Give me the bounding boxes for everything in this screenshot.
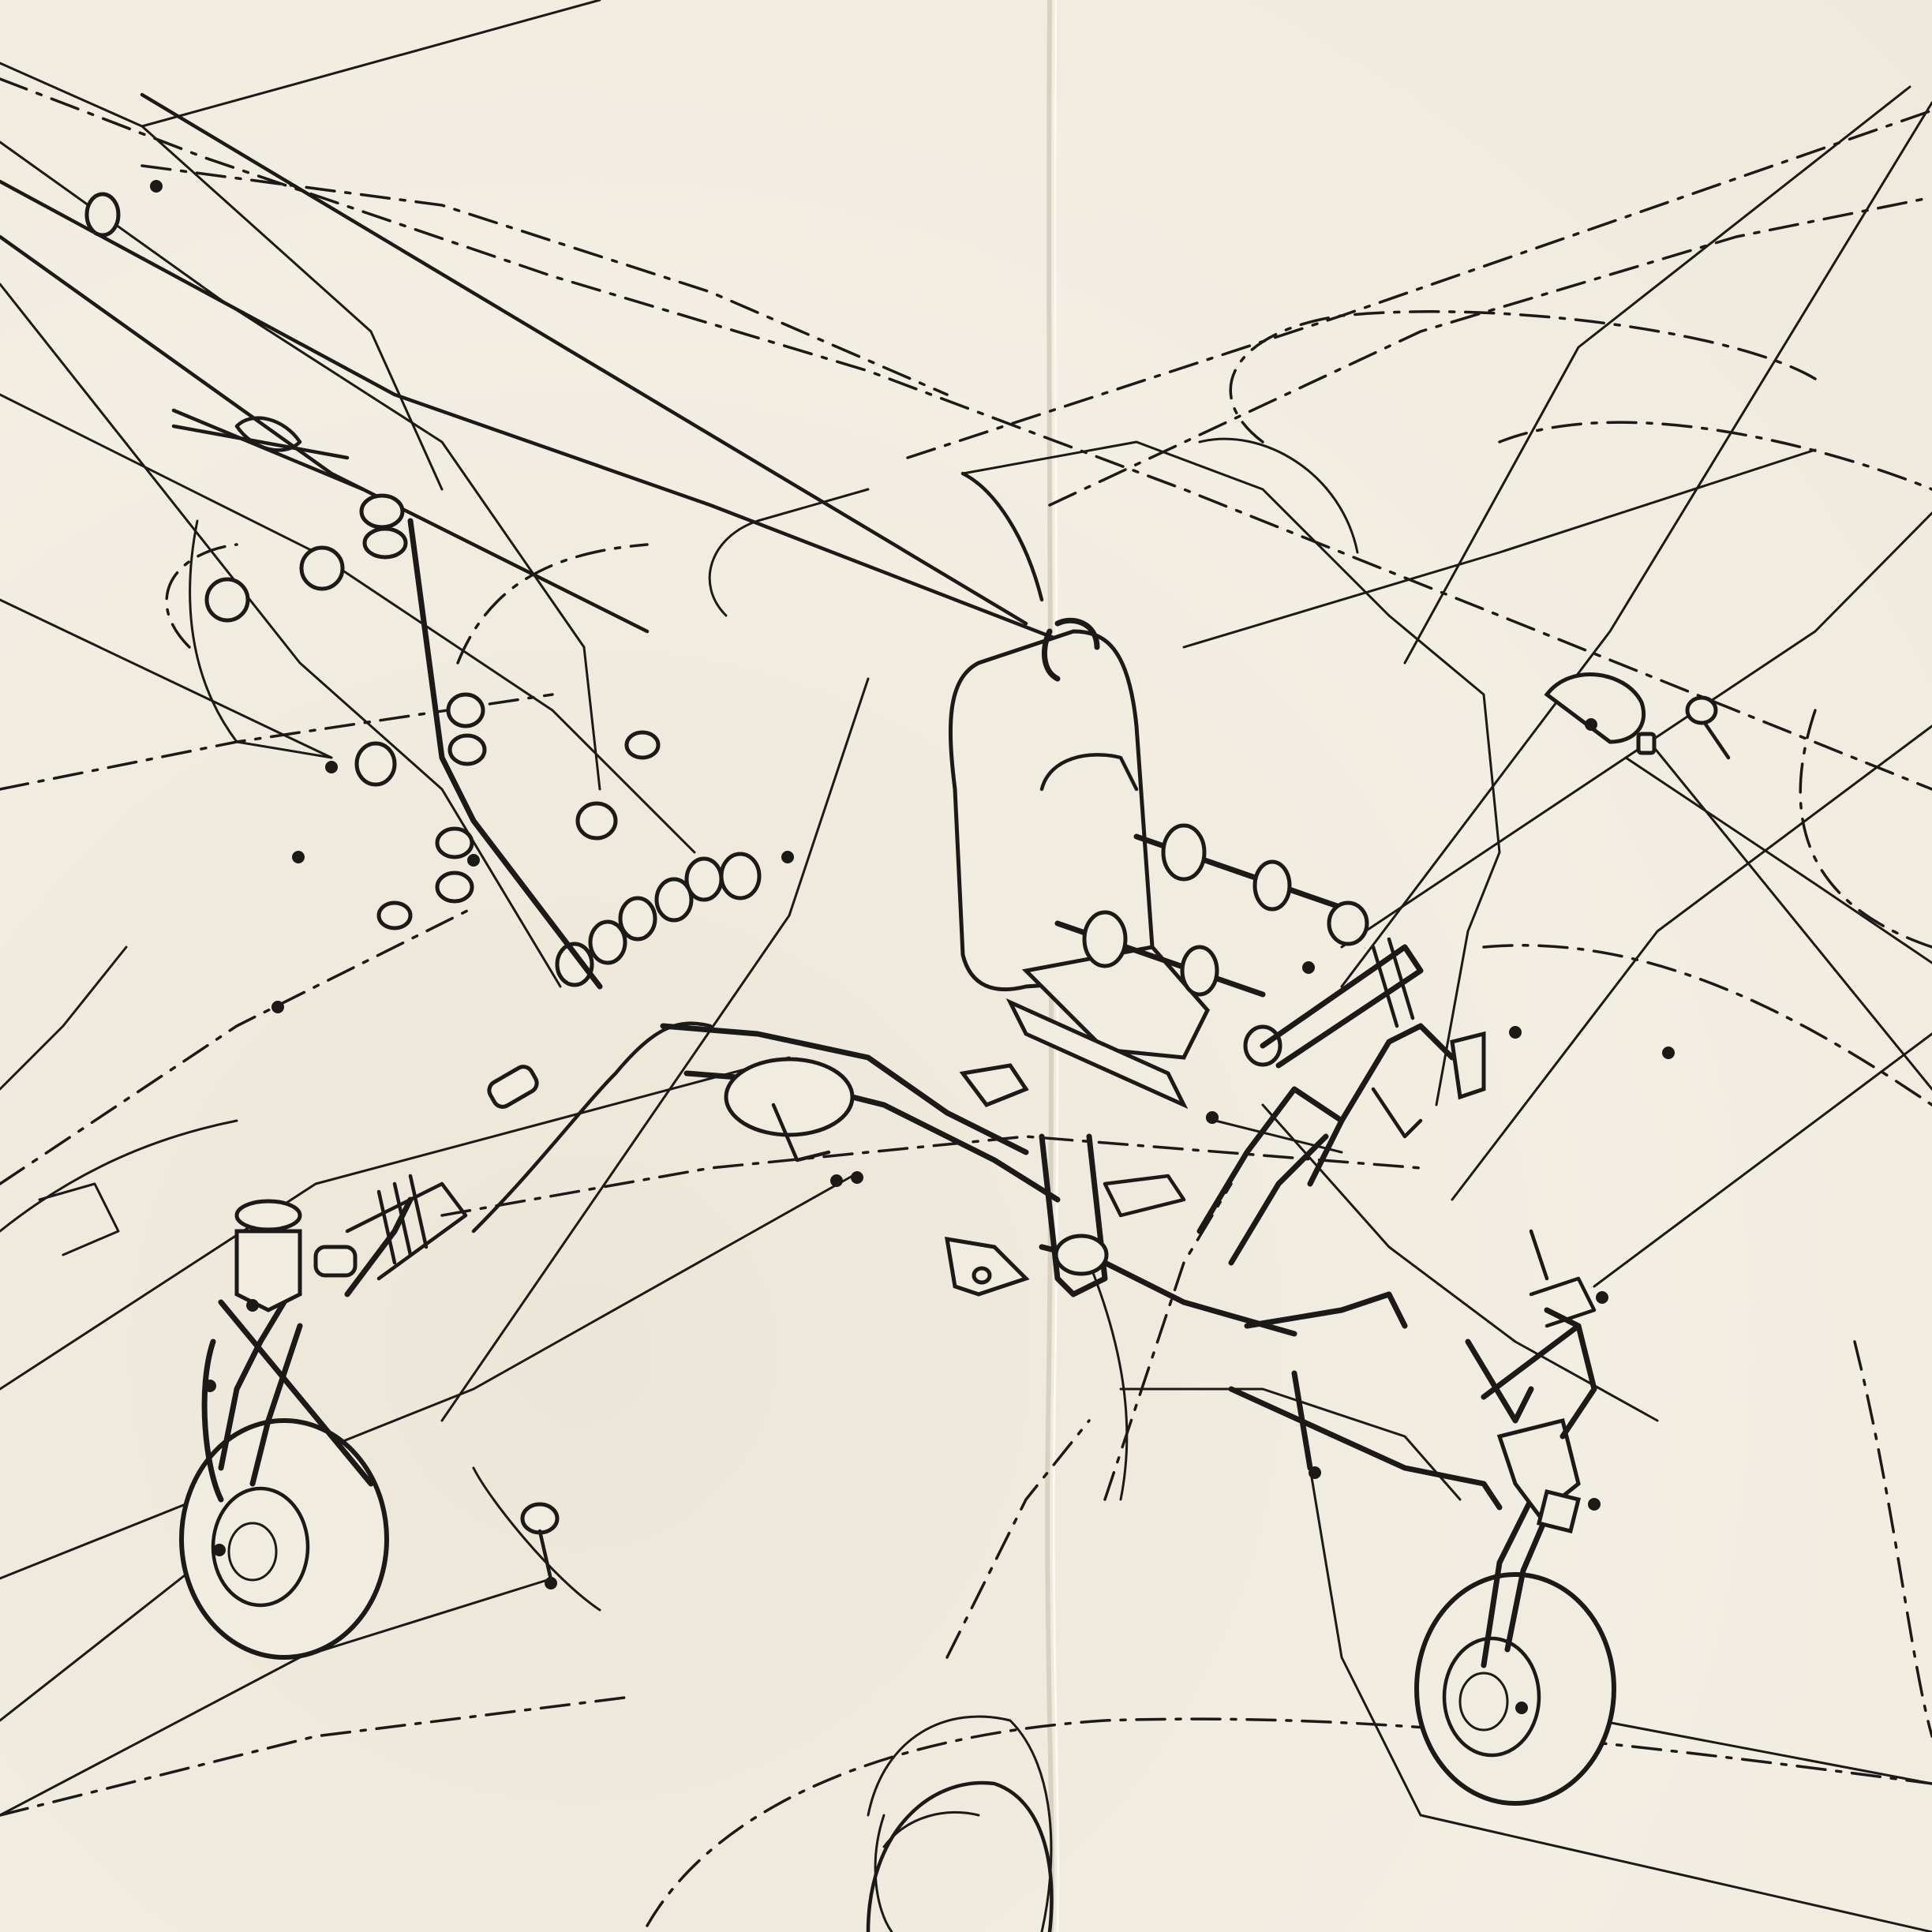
callout-dot <box>1588 1498 1601 1511</box>
cable-pulleys <box>84 192 762 987</box>
callout-dot <box>271 1001 284 1013</box>
page-fold-crease <box>1045 0 1060 1932</box>
callout-dot <box>781 851 794 863</box>
callout-dot <box>213 1544 226 1556</box>
callout-dot <box>467 854 480 867</box>
callout-dot <box>830 1174 843 1187</box>
rudder-pedal-assembly <box>944 1023 1486 1329</box>
callout-dot <box>1302 961 1315 974</box>
callout-dot <box>1515 1702 1528 1714</box>
callout-dot <box>545 1577 557 1589</box>
callout-dot <box>1662 1046 1675 1059</box>
airframe-phantom-outline <box>0 77 1932 1927</box>
callout-dot <box>851 1171 863 1184</box>
callout-dot <box>204 1380 216 1392</box>
right-main-landing-gear <box>1228 1229 1616 1806</box>
cockpit-seat <box>948 617 1210 1110</box>
callout-dot <box>1309 1466 1321 1479</box>
callout-dot <box>1596 1291 1608 1304</box>
callout-dot <box>325 761 338 773</box>
airframe-structure <box>0 92 1932 1932</box>
callout-dot <box>1585 718 1597 731</box>
callout-markers <box>150 180 1675 1714</box>
left-main-landing-gear <box>179 1174 468 1660</box>
callout-dot <box>1509 1026 1522 1039</box>
callout-dot <box>292 851 305 863</box>
aileron-torque-rollers <box>1054 823 1424 1069</box>
callout-dot <box>150 180 163 193</box>
propeller-spinner <box>866 1780 1054 1932</box>
callout-dot <box>246 1299 259 1312</box>
control-column-torque-tube <box>407 518 1297 1337</box>
callout-dot <box>1206 1111 1219 1124</box>
